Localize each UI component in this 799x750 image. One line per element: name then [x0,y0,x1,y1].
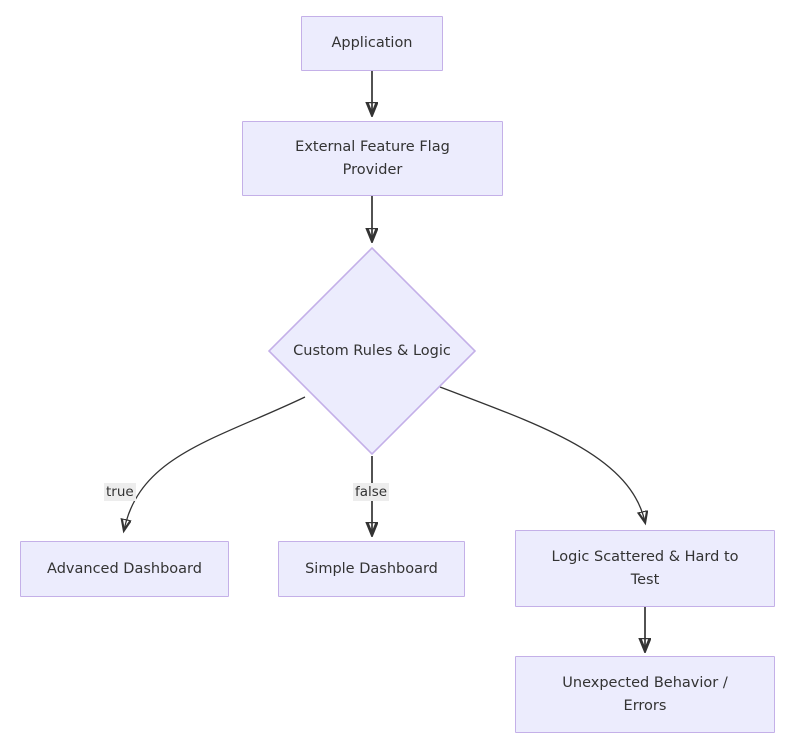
node-advanced-dashboard[interactable]: Advanced Dashboard [20,541,229,597]
node-rules[interactable]: Custom Rules & Logic [268,247,476,455]
edge-label-true: true [104,483,136,502]
node-unexpected-behavior[interactable]: Unexpected Behavior / Errors [515,656,775,733]
edge-label-false: false [353,483,390,502]
node-provider[interactable]: External Feature Flag Provider [242,121,503,196]
node-rules-label: Custom Rules & Logic [293,343,451,359]
node-simple-dashboard[interactable]: Simple Dashboard [278,541,465,597]
node-simple-dashboard-label: Simple Dashboard [305,560,438,577]
node-unexpected-behavior-label: Unexpected Behavior / Errors [562,675,728,714]
node-application-label: Application [331,35,413,52]
node-logic-scattered[interactable]: Logic Scattered & Hard to Test [515,530,775,607]
node-provider-label: External Feature Flag Provider [295,139,450,178]
diamond-shape [268,247,476,455]
node-advanced-dashboard-label: Advanced Dashboard [47,560,202,577]
node-application[interactable]: Application [301,16,443,71]
node-logic-scattered-label: Logic Scattered & Hard to Test [551,549,739,588]
